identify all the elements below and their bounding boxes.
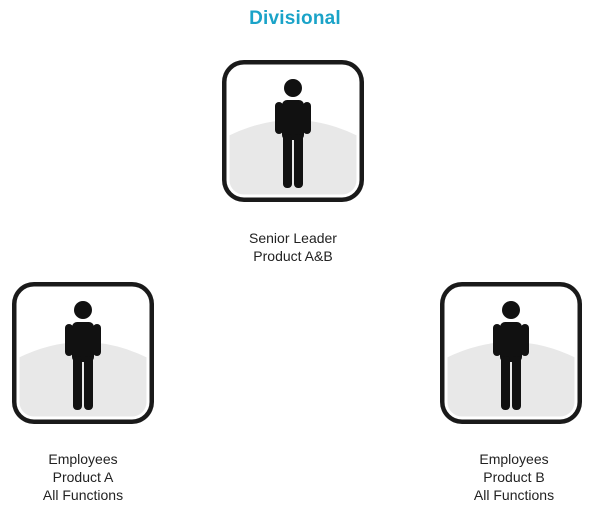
- label-line: All Functions: [42, 487, 124, 503]
- label-line: Product A&B: [253, 248, 333, 264]
- diagram-title: Divisional: [249, 8, 341, 29]
- label-line: Employees: [48, 451, 118, 467]
- node-label-senior-leader: Senior Leader Product A&B: [213, 229, 373, 265]
- label-line: Product A: [52, 469, 114, 485]
- label-line: Product B: [483, 469, 545, 485]
- node-employees-b: Employees Product B All Functions: [436, 278, 586, 503]
- person-icon: [440, 282, 582, 424]
- node-senior-leader: Senior Leader Product A&B: [218, 56, 368, 264]
- node-label-employees-b: Employees Product B All Functions: [434, 450, 590, 504]
- person-icon: [12, 282, 154, 424]
- label-line: Employees: [479, 451, 549, 467]
- node-label-employees-a: Employees Product A All Functions: [3, 450, 163, 504]
- person-icon: [222, 60, 364, 202]
- node-employees-a: Employees Product A All Functions: [8, 278, 158, 503]
- label-line: All Functions: [473, 487, 555, 503]
- label-line: Senior Leader: [249, 230, 337, 246]
